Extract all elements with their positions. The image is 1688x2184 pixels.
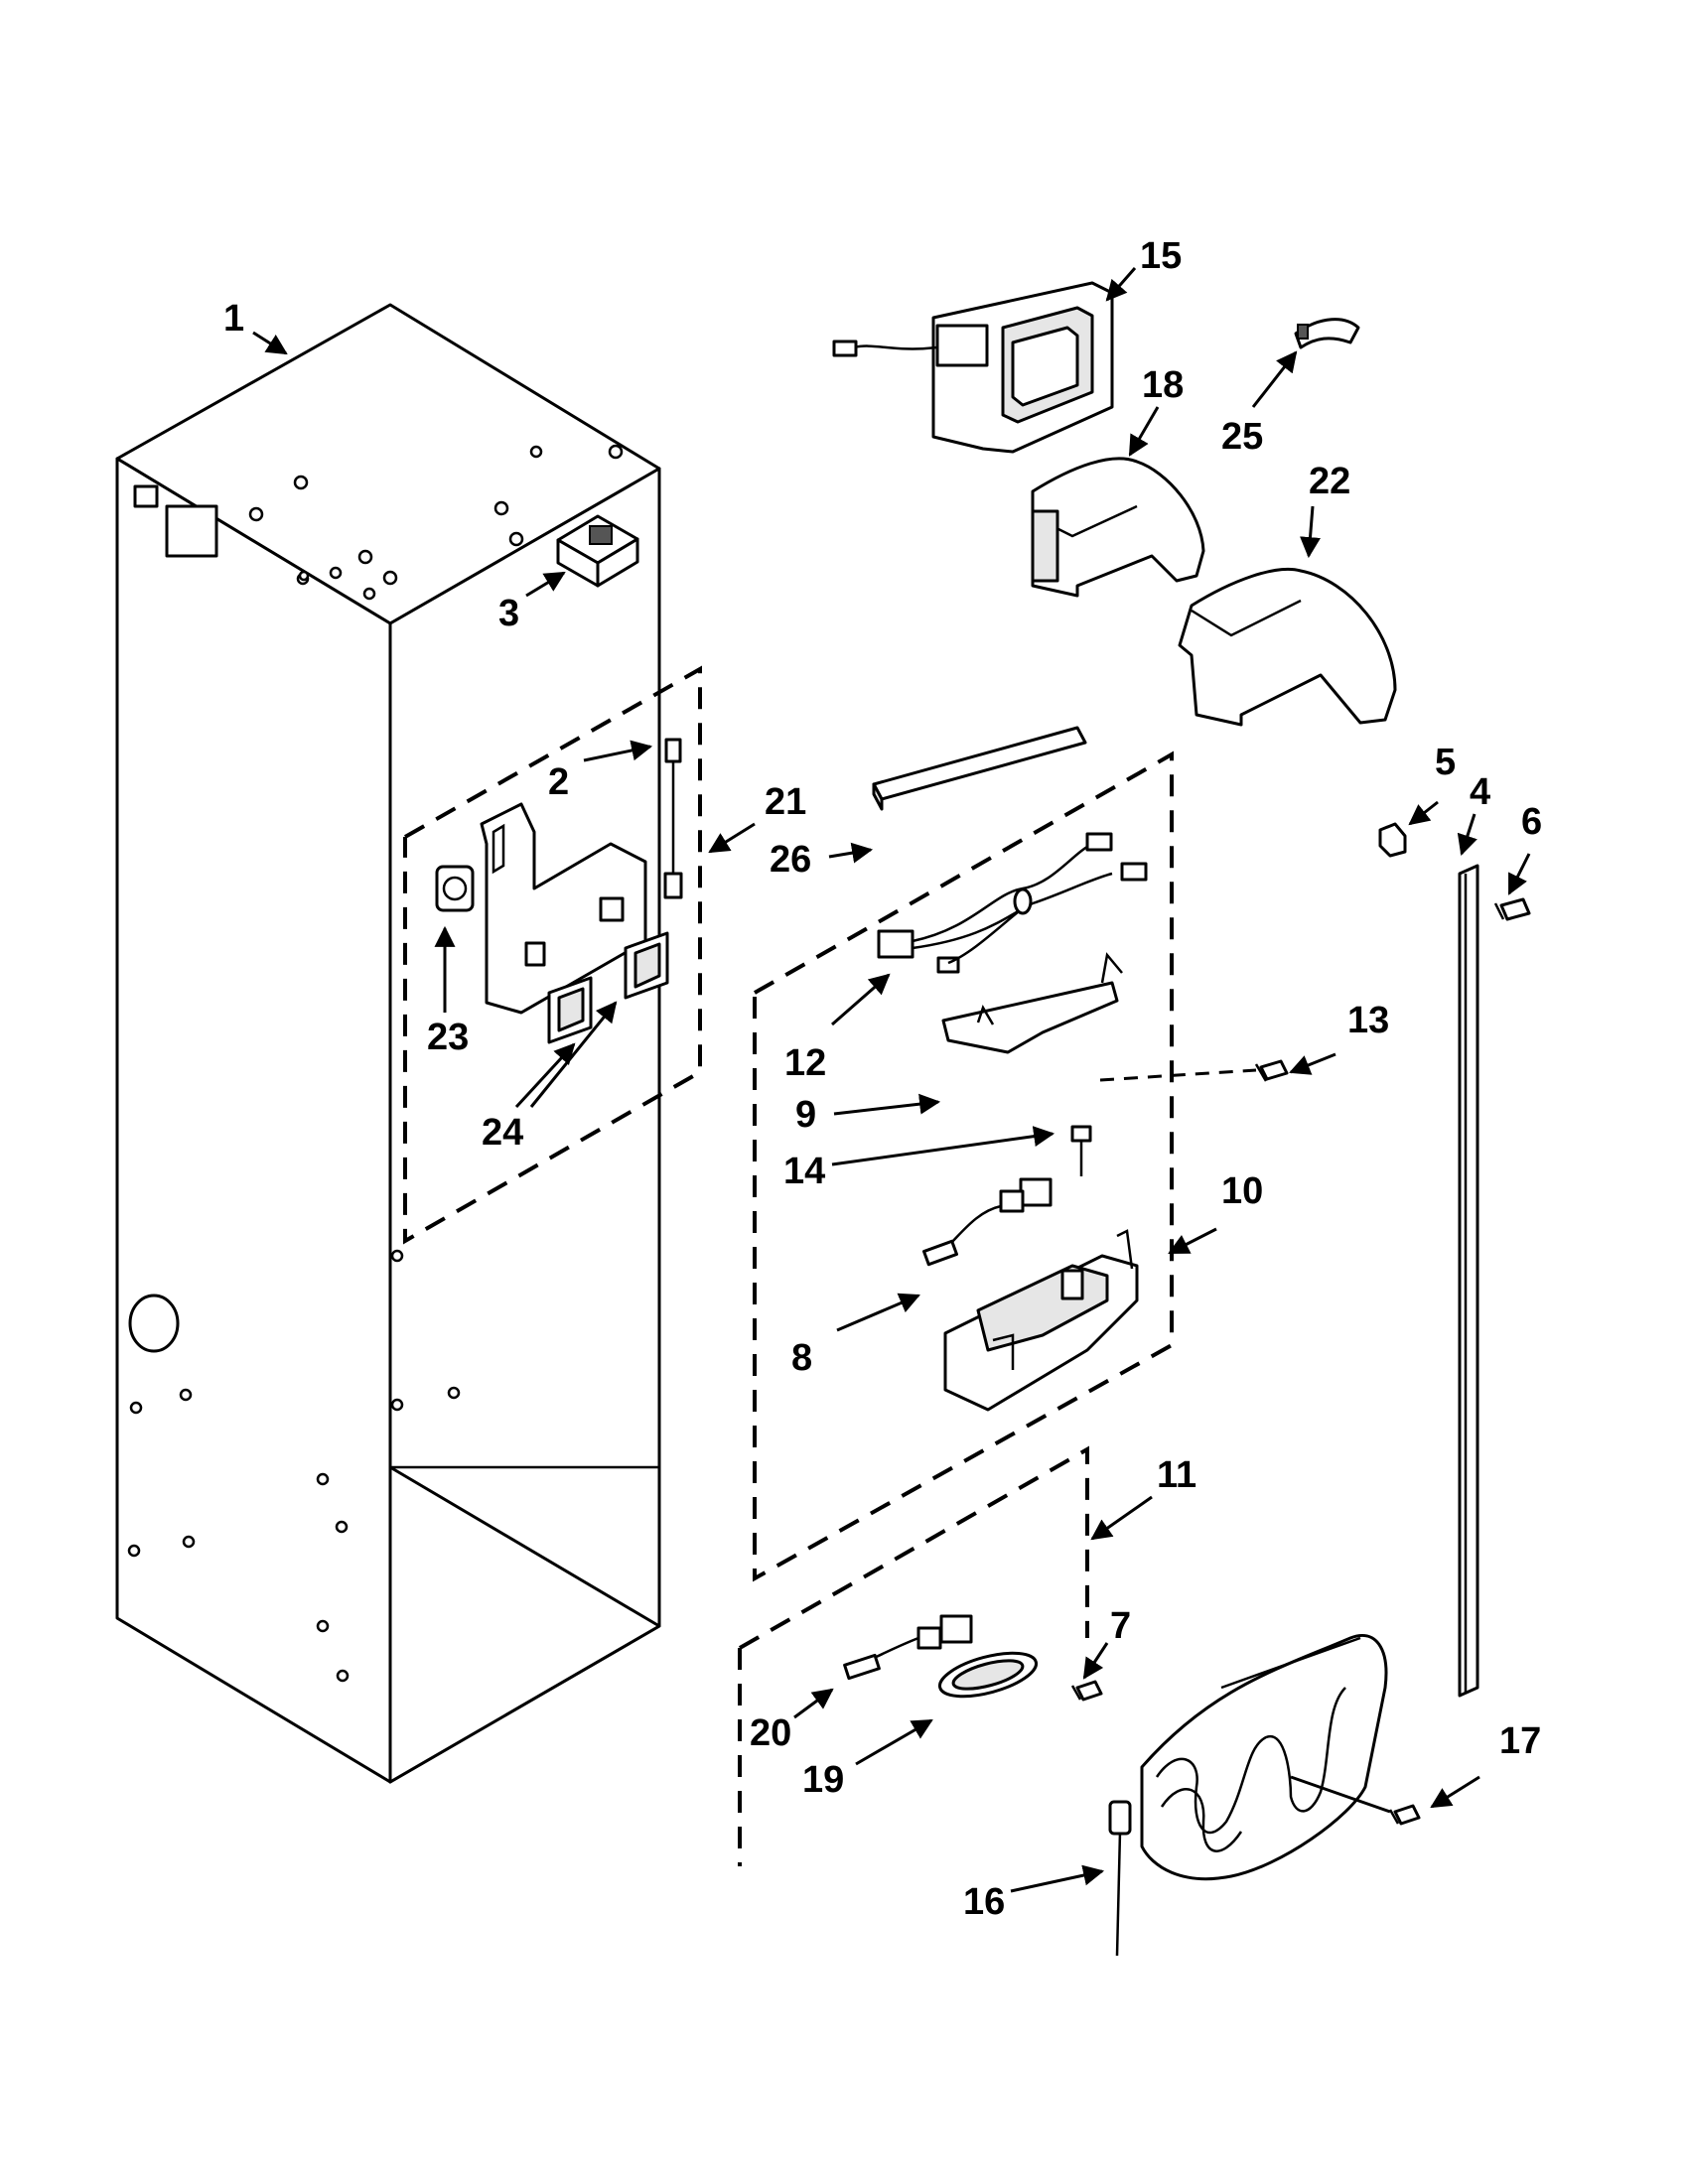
screw-part-14 — [1070, 1125, 1092, 1176]
rail-part-4 — [1458, 864, 1479, 1698]
group-11-outline — [738, 1445, 1089, 1866]
cabinet-part-1 — [115, 303, 661, 1784]
callout-4: 4 — [1470, 771, 1490, 813]
callout-5: 5 — [1435, 742, 1456, 783]
sensor-part-8 — [922, 1177, 1053, 1267]
callout-12: 12 — [784, 1042, 826, 1084]
callout-17: 17 — [1499, 1720, 1541, 1762]
callout-7: 7 — [1110, 1605, 1131, 1647]
callout-1: 1 — [223, 298, 244, 340]
callout-22: 22 — [1309, 461, 1350, 502]
callout-24: 24 — [482, 1112, 523, 1154]
callout-21: 21 — [765, 781, 806, 823]
callout-26: 26 — [770, 839, 811, 881]
wire-part-2 — [663, 738, 683, 899]
callouts: 1 2 3 4 5 6 7 8 9 10 11 12 13 14 15 16 1… — [223, 235, 1542, 1923]
grommet-part-23 — [435, 865, 475, 912]
callout-18: 18 — [1142, 364, 1184, 406]
screw-part-13 — [1254, 1059, 1289, 1082]
callout-23: 23 — [427, 1017, 469, 1058]
duct-part-18 — [1031, 457, 1205, 598]
light-housing-part-15 — [832, 281, 1114, 454]
callout-15: 15 — [1140, 235, 1182, 277]
leader-lines — [252, 267, 1531, 1893]
callout-16: 16 — [963, 1881, 1005, 1923]
bracket-part-21 — [480, 802, 647, 1015]
cover-part-26 — [872, 726, 1087, 811]
pads-part-24 — [547, 931, 669, 1044]
bracket-part-9 — [941, 952, 1123, 1054]
callout-11: 11 — [1157, 1454, 1196, 1496]
callout-14: 14 — [783, 1151, 825, 1192]
cover-part-19 — [937, 1651, 1039, 1699]
callout-6: 6 — [1521, 801, 1542, 843]
housing-part-10 — [943, 1229, 1139, 1412]
callout-2: 2 — [548, 761, 569, 803]
screw-part-7 — [1070, 1680, 1103, 1702]
callout-19: 19 — [802, 1759, 844, 1801]
callout-10: 10 — [1221, 1170, 1263, 1212]
callout-13: 13 — [1347, 1000, 1389, 1041]
sensor-part-20 — [843, 1614, 973, 1681]
nut-part-5 — [1378, 822, 1407, 858]
top-box-part-3 — [556, 514, 639, 588]
duct-part-22 — [1178, 567, 1397, 727]
callout-20: 20 — [750, 1712, 791, 1754]
screw-part-6 — [1493, 897, 1531, 921]
screw-part-17 — [1388, 1804, 1421, 1826]
evaporator-part-16 — [1108, 1634, 1388, 1957]
harness-part-12 — [877, 832, 1148, 974]
callout-25: 25 — [1221, 416, 1263, 458]
group-21-outline — [403, 665, 702, 1245]
callout-8: 8 — [791, 1337, 812, 1379]
clip-part-25 — [1294, 318, 1360, 349]
callout-3: 3 — [498, 593, 519, 634]
callout-9: 9 — [795, 1094, 816, 1136]
